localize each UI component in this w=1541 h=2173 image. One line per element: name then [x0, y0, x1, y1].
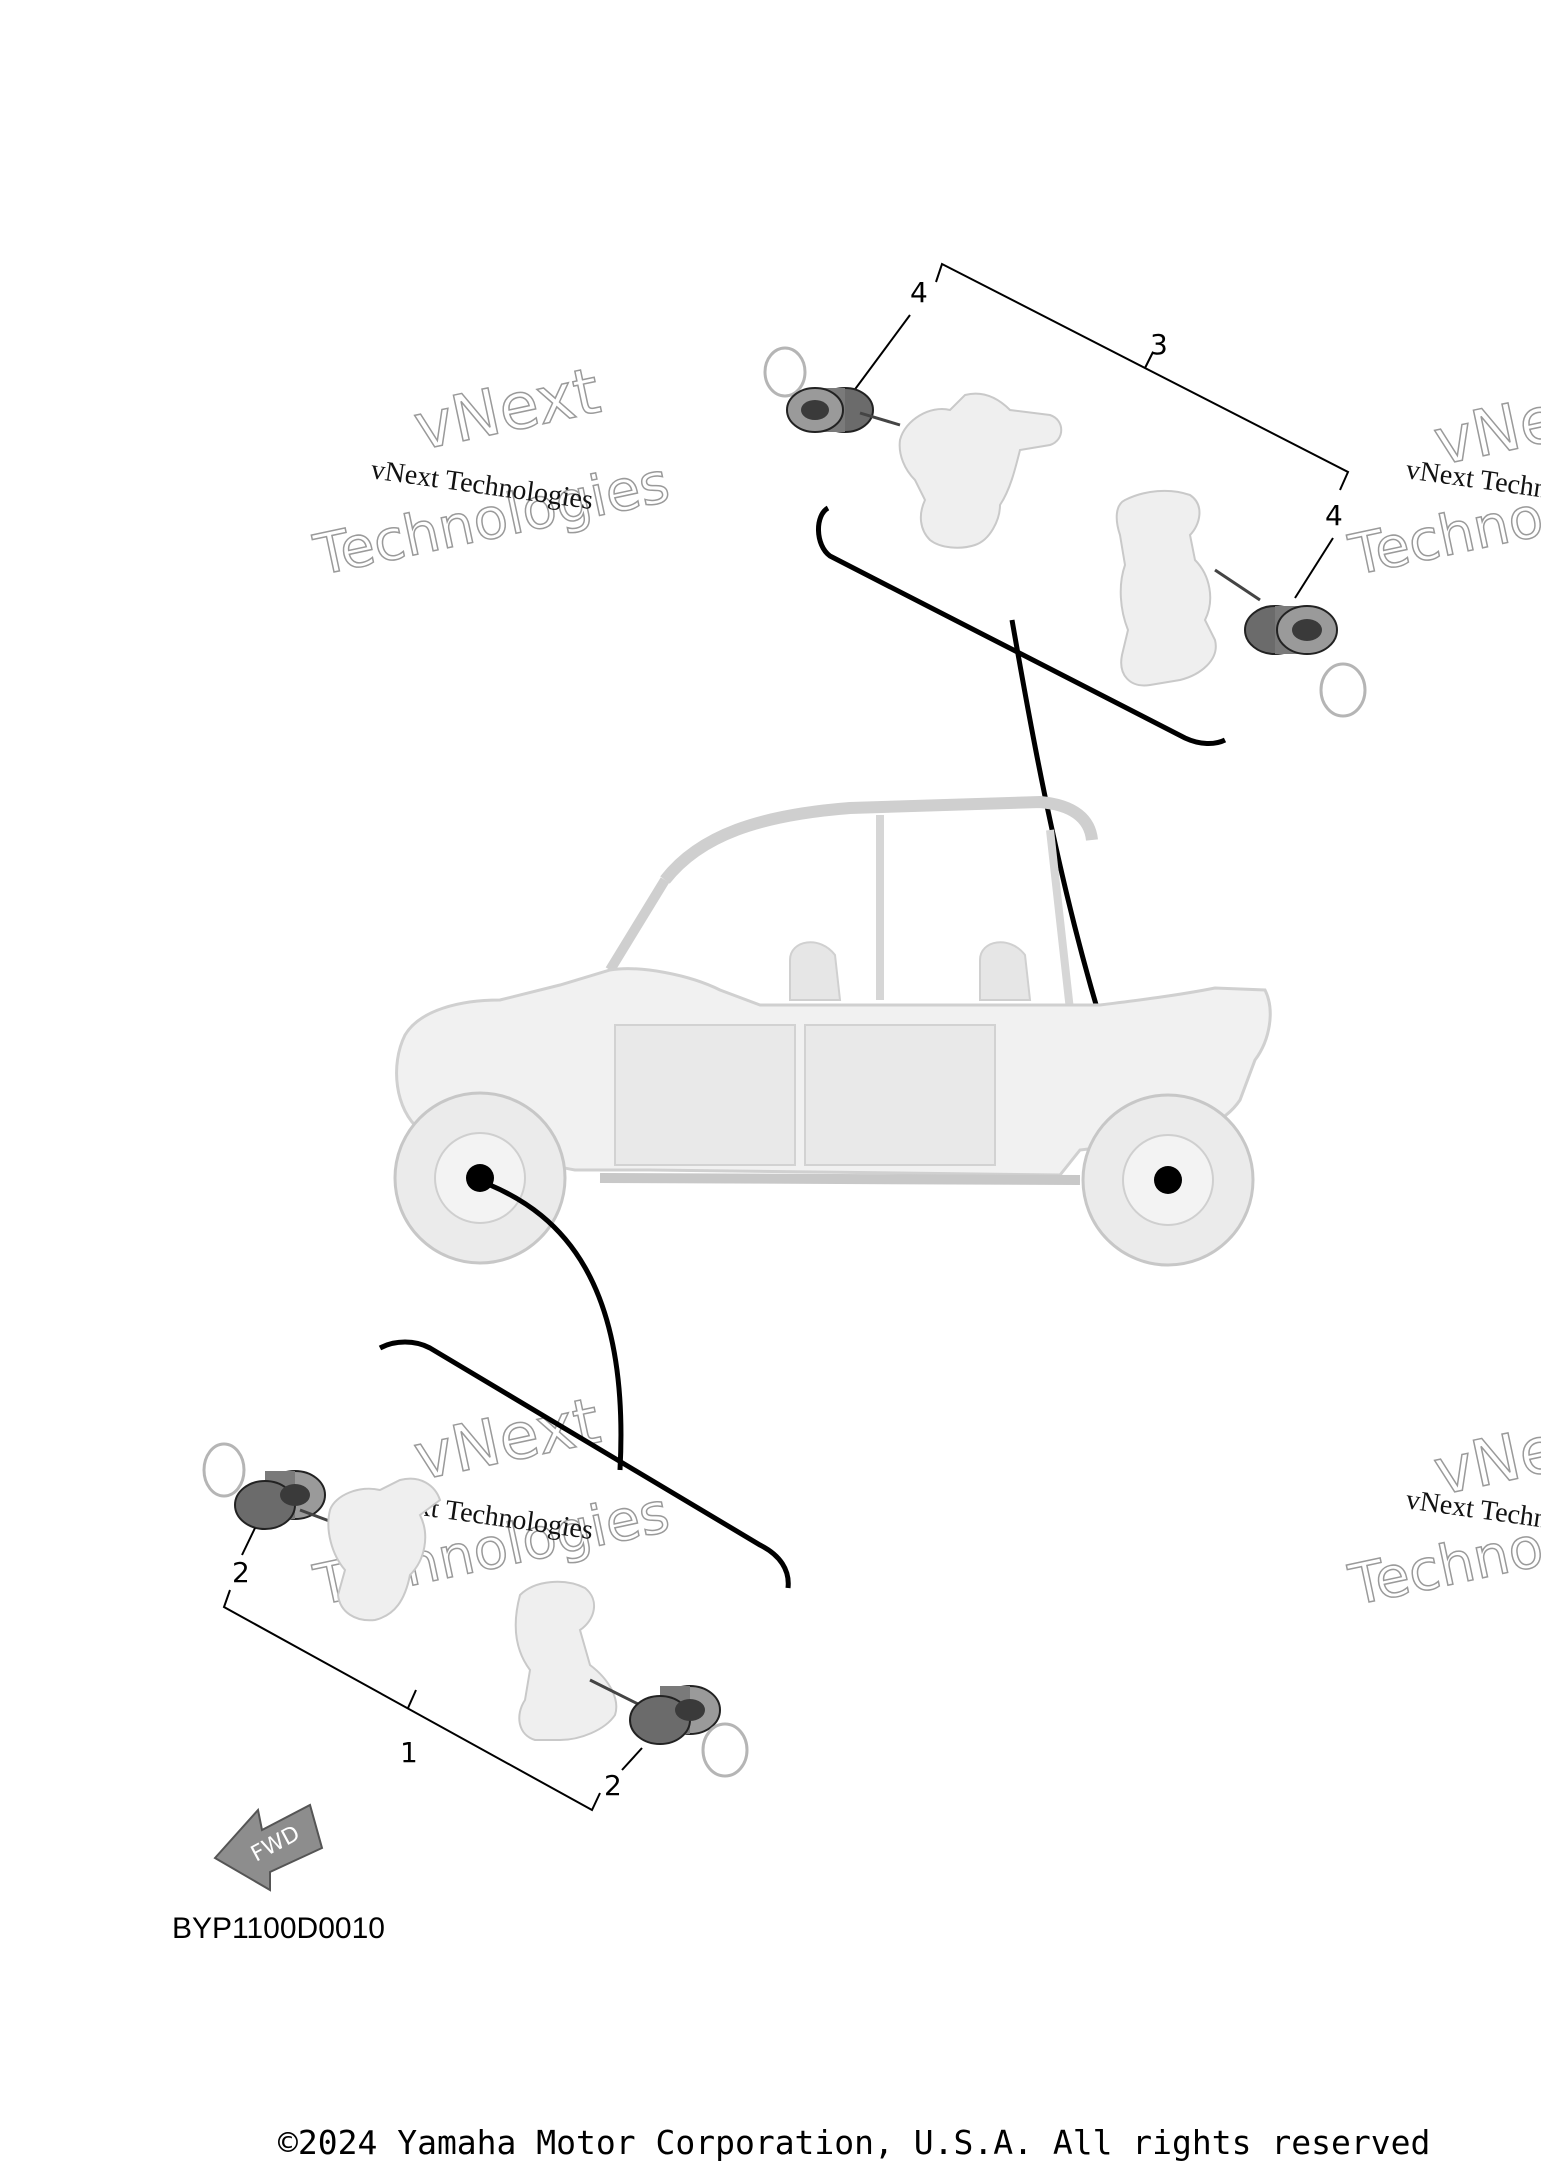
copyright-notice: ©2024 Yamaha Motor Corporation, U.S.A. A… [278, 2123, 1431, 2162]
utv-vehicle [393, 795, 1272, 1267]
front-knuckle-assembly: 1 2 2 [202, 1339, 791, 1812]
circlip-icon [701, 1722, 749, 1778]
bearing-icon [1244, 605, 1338, 655]
circlip-icon [202, 1442, 246, 1498]
leader-3 [1144, 351, 1154, 369]
fwd-arrow-icon: FWD [213, 1803, 324, 1892]
knuckle-shape [1115, 489, 1217, 687]
bearing-icon [786, 387, 874, 433]
rear-knuckle-assembly: 3 4 4 [763, 262, 1367, 746]
bearing-icon [234, 1470, 326, 1530]
callout-2-left: 2 [232, 1556, 250, 1589]
leader-4-right [1294, 537, 1334, 599]
circlip-icon [763, 346, 807, 398]
group-brace-front [378, 1339, 791, 1589]
leader-2-left [241, 1527, 256, 1556]
bearing-icon [629, 1685, 721, 1745]
leader-1 [407, 1689, 417, 1709]
leader-2-right [621, 1747, 643, 1771]
knuckle-shape [514, 1580, 618, 1741]
watermark-bottom-right: vNext Technologies vNext Technologies [1343, 1399, 1541, 1620]
callout-4-right: 4 [1325, 499, 1343, 532]
front-location-marker [466, 1164, 494, 1192]
watermark-line1: vNext [408, 354, 606, 465]
knuckle-shape [898, 392, 1063, 549]
callout-1: 1 [400, 1736, 418, 1769]
watermark-top-left: vNext Technologies vNext Technologies [308, 354, 676, 590]
callout-2-right: 2 [604, 1769, 622, 1802]
knuckle-shape [327, 1477, 442, 1622]
diagram-code: BYP1100D0010 [172, 1912, 385, 1945]
watermark-line1: vNext [408, 1384, 606, 1495]
circlip-icon [1319, 662, 1367, 718]
bracket-1 [222, 1589, 601, 1812]
connector-front [489, 1182, 624, 1471]
leader-4-top [852, 314, 911, 393]
group-brace-rear [816, 505, 1227, 746]
callout-3: 3 [1150, 328, 1168, 361]
rear-location-marker [1154, 1166, 1182, 1194]
watermark-top-right: vNext Technologies vNext Technologies [1343, 369, 1541, 590]
callout-4-top: 4 [910, 276, 928, 309]
